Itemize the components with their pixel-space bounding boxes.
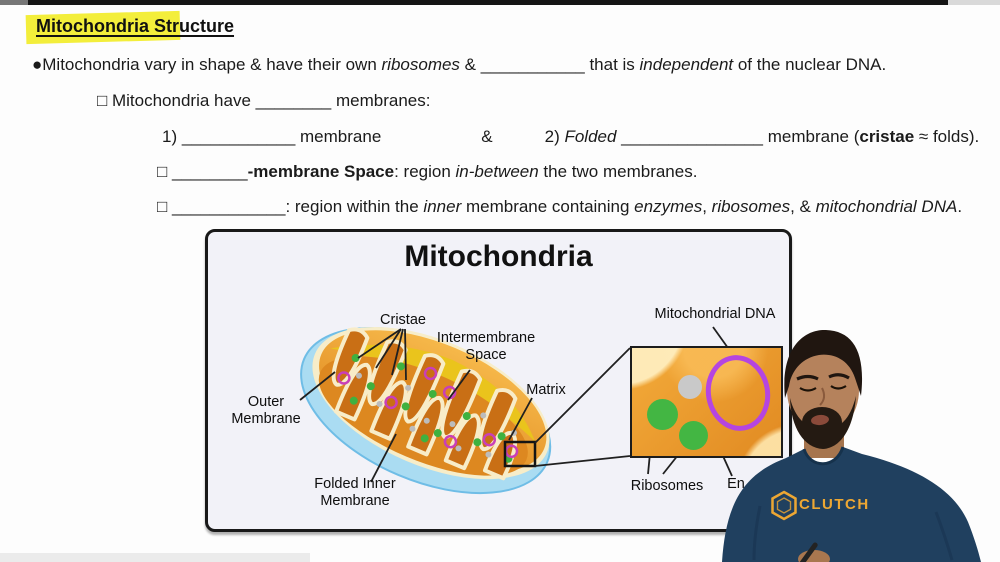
- note-line-1: ●Mitochondria vary in shape & have their…: [32, 55, 886, 75]
- ribosome-dots: [349, 353, 513, 463]
- note-4-blank: □ ________: [157, 162, 248, 181]
- page-title: Mitochondria Structure: [25, 10, 235, 45]
- note-1-post: of the nuclear DNA.: [733, 55, 887, 74]
- note-5-s4: , &: [790, 197, 816, 216]
- note-4-s2: : region: [394, 162, 456, 181]
- mitochondrial-dna-label: Mitochondrial DNA: [654, 306, 776, 322]
- note-5-ribosomes: ribosomes: [711, 197, 791, 216]
- outer-membrane-label-line2: Membrane: [231, 411, 301, 427]
- pen: [799, 542, 818, 562]
- note-2-text: □ Mitochondria have ________ membranes:: [97, 91, 431, 110]
- outer-membrane-label: Outer Membrane: [231, 394, 300, 428]
- clutch-logo-text: CLUTCH: [799, 496, 870, 513]
- note-3-b2: _______________ membrane (: [616, 127, 860, 146]
- outer-membrane-label-line1: Outer: [247, 394, 285, 410]
- shirt-folds: [752, 505, 954, 561]
- note-3-folded: Folded: [564, 127, 617, 146]
- ribosome-circle-1: [647, 399, 678, 430]
- mitochondria-diagram: Mitochondria: [205, 229, 792, 532]
- matrix-label: Matrix: [526, 382, 566, 398]
- folded-inner-membrane-label: Folded Inner Membrane: [314, 476, 395, 510]
- intermembrane-space-label: Intermembrane Space: [437, 330, 535, 364]
- enzymes-label-partial: En: [727, 476, 745, 492]
- ribosomes-label: Ribosomes: [630, 478, 704, 494]
- presenter-eyes: [799, 385, 847, 392]
- presenter-video: [722, 329, 981, 562]
- bottom-edge-strip: [0, 553, 310, 562]
- mitochondrion-illustration: [299, 326, 739, 495]
- cristae-label: Cristae: [380, 312, 426, 328]
- presenter-mouth: [811, 414, 829, 426]
- note-5-enzymes: enzymes: [634, 197, 703, 216]
- note-line-3: 1) ____________ membrane & 2) Folded _____…: [162, 127, 979, 147]
- note-line-2: □ Mitochondria have ________ membranes:: [97, 91, 430, 111]
- presenter-eyebrows: [796, 373, 850, 381]
- magnified-inset: [630, 346, 783, 458]
- note-line-5: □ ____________: region within the inner …: [157, 197, 962, 217]
- note-5-mito-dna: mitochondrial DNA: [815, 197, 958, 216]
- presenter-nose: [819, 387, 826, 406]
- note-5-blank: □ ____________: region within the: [157, 197, 424, 216]
- diagram-title: Mitochondria: [404, 240, 593, 273]
- note-4-inbetween: in-between: [455, 162, 539, 181]
- intermembrane-label-line1: Intermembrane: [436, 330, 536, 346]
- presenter-beard: [790, 396, 856, 449]
- mitochondrion-body: [300, 326, 552, 495]
- enzyme-dots: [355, 372, 517, 458]
- note-5-s2: membrane containing: [461, 197, 635, 216]
- note-3-b3: ≈ folds).: [914, 127, 980, 146]
- zoom-region-square: [503, 440, 537, 468]
- enzyme-circle: [678, 375, 702, 399]
- clutch-hexagon-inner: [776, 497, 792, 514]
- ribosome-circle-2: [679, 421, 708, 450]
- note-5-s3: ,: [702, 197, 712, 216]
- shirt-collar: [802, 446, 845, 466]
- page-title-text: Mitochondria Structure: [36, 16, 235, 36]
- note-1-pre: ●Mitochondria vary in shape & have their…: [32, 55, 382, 74]
- note-3-cristae: cristae: [859, 127, 915, 146]
- cristae-folds: [331, 327, 518, 481]
- inner-membrane-label-line2: Membrane: [320, 493, 390, 509]
- intermembrane-label-line2: Space: [465, 347, 507, 363]
- note-3-membrane-1: 1) ____________ membrane: [162, 127, 382, 146]
- inner-membrane-label-line1: Folded Inner: [314, 476, 396, 492]
- clutch-hexagon-icon: [771, 490, 797, 521]
- note-line-4: □ ________-membrane Space: region in-bet…: [157, 162, 697, 182]
- note-5-inner: inner: [423, 197, 462, 216]
- note-4-membrane-space: -membrane Space: [247, 162, 395, 181]
- note-3-ampersand: &: [481, 127, 493, 146]
- presenter-shirt: [722, 447, 981, 562]
- note-1-independent: independent: [639, 55, 734, 74]
- top-video-bar: [0, 0, 1000, 5]
- note-4-s3: the two membranes.: [538, 162, 698, 181]
- note-1-ribosomes: ribosomes: [381, 55, 460, 74]
- presenter-hair: [784, 329, 863, 398]
- note-1-blank: & ___________ that is: [459, 55, 640, 74]
- note-3-b1: 2): [544, 127, 565, 146]
- dna-rings: [337, 366, 519, 459]
- note-5-s5: .: [957, 197, 963, 216]
